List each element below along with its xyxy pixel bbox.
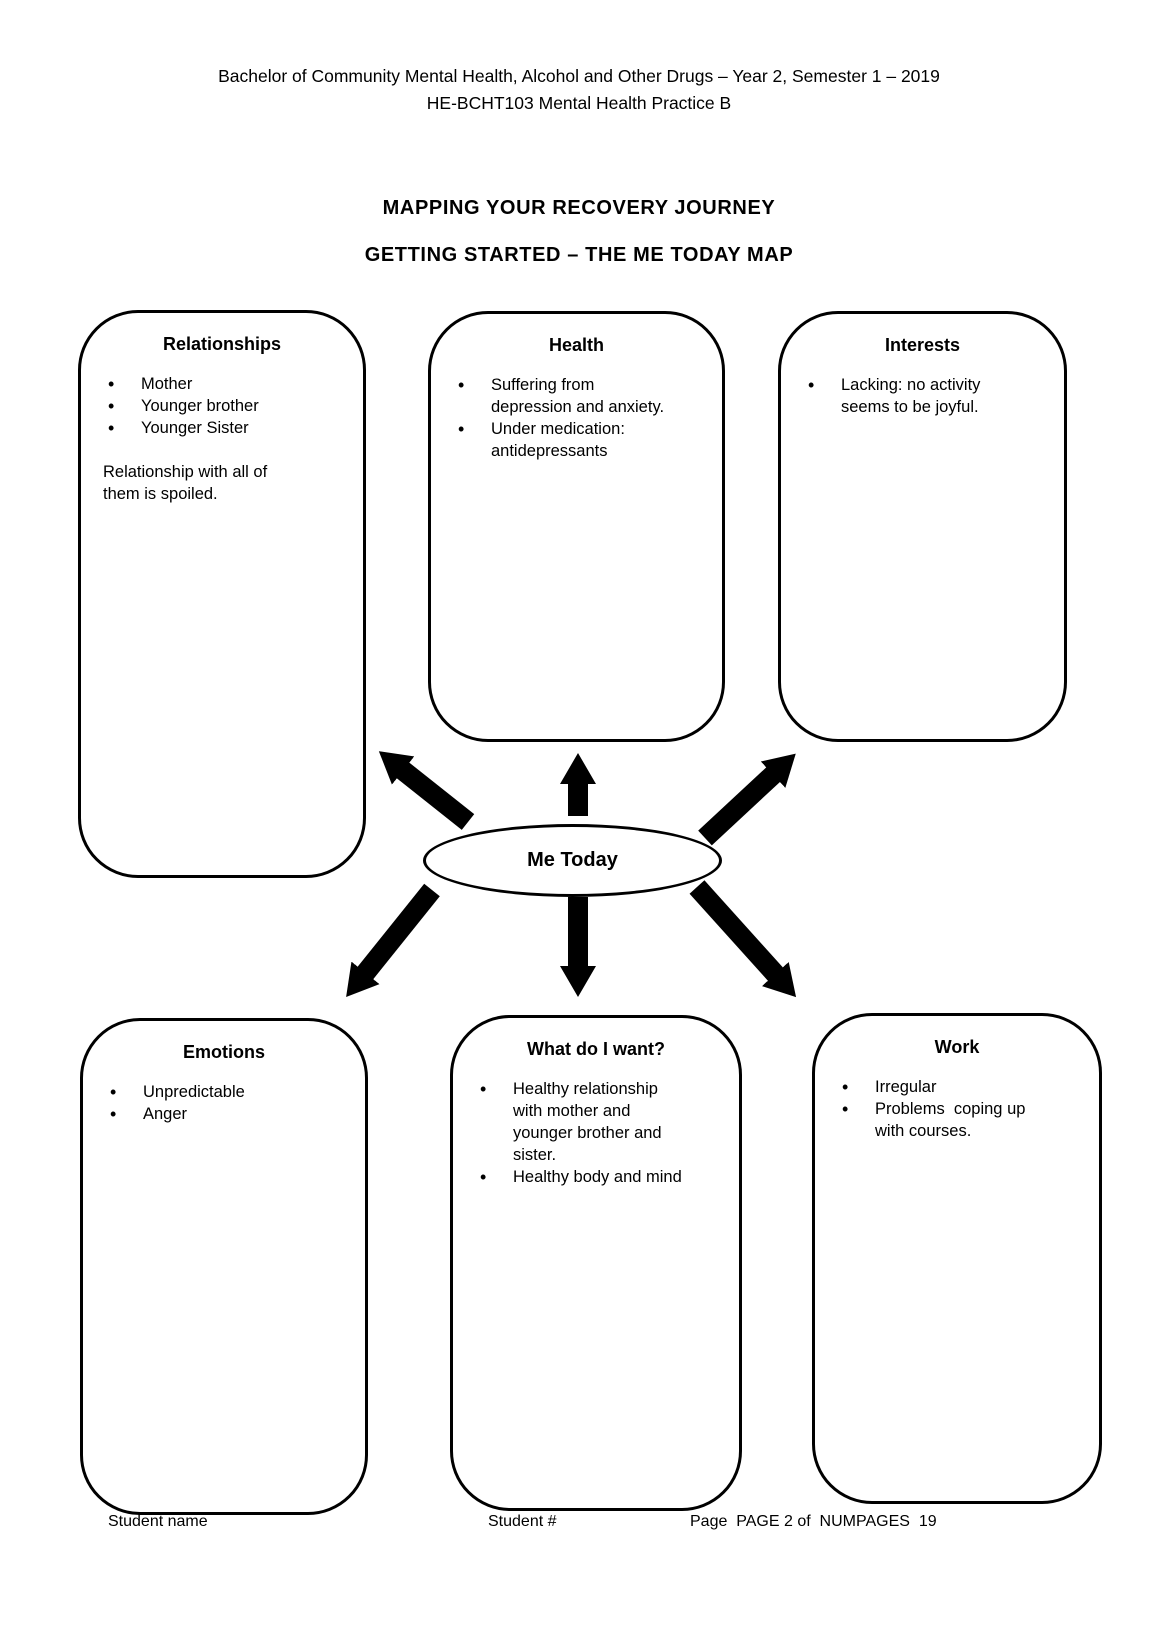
me-today-ellipse: Me Today	[423, 824, 722, 897]
work-box: Work Irregular Problems coping up with c…	[812, 1013, 1102, 1504]
bullet-item: Healthy relationship with mother and you…	[480, 1078, 687, 1166]
bullet-item: Suffering from depression and anxiety.	[458, 374, 665, 418]
arrow-down-left	[346, 883, 440, 998]
page-subtitle: GETTING STARTED – THE ME TODAY MAP	[364, 244, 794, 266]
arrow-up-right	[698, 753, 796, 846]
arrow-up-left	[378, 751, 475, 830]
emotions-bullet-list: Unpredictable Anger	[83, 1081, 365, 1125]
work-box-title: Work	[934, 1037, 980, 1057]
relationships-note: Relationship with all of them is spoiled…	[103, 463, 268, 503]
relationships-bullet-list: Mother Younger brother Younger Sister	[81, 373, 363, 439]
bullet-item: Younger Sister	[108, 417, 343, 439]
me-today-label: Me Today	[527, 849, 618, 871]
emotions-box-title: Emotions	[182, 1042, 265, 1062]
emotions-box: Emotions Unpredictable Anger	[80, 1018, 368, 1515]
footer-student-number: Student #	[488, 1513, 557, 1530]
what-do-i-want-box: What do I want? Healthy relationship wit…	[450, 1015, 742, 1511]
header-line-1: Bachelor of Community Mental Health, Alc…	[218, 66, 940, 86]
health-box-title: Health	[548, 335, 604, 355]
bullet-item: Lacking: no activity seems to be joyful.	[808, 374, 995, 418]
bullet-item: Irregular	[842, 1076, 1054, 1098]
footer-student-name: Student name	[108, 1513, 208, 1530]
page-title: MAPPING YOUR RECOVERY JOURNEY	[382, 197, 776, 219]
health-bullet-list: Suffering from depression and anxiety. U…	[431, 374, 722, 462]
interests-box: Interests Lacking: no activity seems to …	[778, 311, 1067, 742]
bullet-item: Problems coping up with courses.	[842, 1098, 1054, 1142]
interests-box-title: Interests	[884, 335, 961, 355]
bullet-item: Unpredictable	[110, 1081, 345, 1103]
arrow-down-right	[689, 880, 797, 998]
bullet-item: Anger	[110, 1103, 345, 1125]
relationships-box-title: Relationships	[162, 334, 282, 354]
footer-page-field: Page PAGE 2 of NUMPAGES 19	[690, 1511, 1158, 1638]
bullet-item: Healthy body and mind	[480, 1166, 687, 1188]
interests-bullet-list: Lacking: no activity seems to be joyful.	[781, 374, 1064, 418]
what-do-i-want-box-title: What do I want?	[527, 1039, 665, 1059]
relationships-box: Relationships Mother Younger brother You…	[78, 310, 366, 878]
header-line-2: HE-BCHT103 Mental Health Practice B	[426, 93, 732, 113]
health-box: Health Suffering from depression and anx…	[428, 311, 725, 742]
bullet-item: Younger brother	[108, 395, 343, 417]
what-do-i-want-bullet-list: Healthy relationship with mother and you…	[453, 1078, 739, 1188]
work-bullet-list: Irregular Problems coping up with course…	[815, 1076, 1099, 1142]
bullet-item: Mother	[108, 373, 343, 395]
bullet-item: Under medication: antidepressants	[458, 418, 665, 462]
